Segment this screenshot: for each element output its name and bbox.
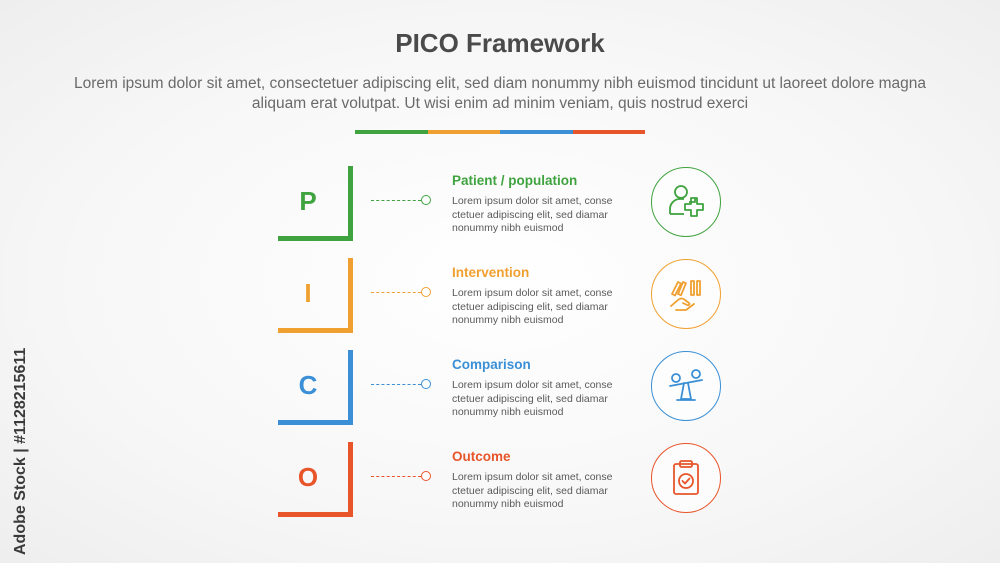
dashed-connector	[371, 476, 421, 477]
icon-circle	[651, 167, 721, 237]
item-heading: Comparison	[452, 357, 531, 372]
item-description: Lorem ipsum dolor sit amet, conse ctetue…	[452, 379, 613, 418]
icon-circle	[651, 443, 721, 513]
dashed-connector	[371, 384, 421, 385]
connector-dot	[421, 379, 431, 389]
connector-dot	[421, 287, 431, 297]
item-letter: C	[298, 370, 318, 400]
color-segment	[427, 130, 500, 134]
patient-plus-icon	[669, 185, 704, 217]
dashed-connector	[371, 200, 421, 201]
item-heading: Patient / population	[452, 173, 578, 188]
letter-bracket	[278, 258, 353, 333]
icon-circle	[651, 351, 721, 421]
stock-watermark: Adobe Stock | #1128215611	[12, 347, 29, 555]
hand-domino-icon	[670, 280, 701, 311]
color-segment	[500, 130, 573, 134]
item-letter: I	[304, 278, 312, 308]
color-segment	[355, 130, 428, 134]
item-heading: Outcome	[452, 449, 511, 464]
icon-circle	[651, 259, 721, 329]
item-description: Lorem ipsum dolor sit amet, conse ctetue…	[452, 195, 613, 234]
pico-item-intervention: I Intervention Lorem ipsum dolor sit ame…	[0, 258, 1000, 338]
pico-item-outcome: O Outcome Lorem ipsum dolor sit amet, co…	[0, 442, 1000, 522]
item-heading: Intervention	[452, 265, 530, 280]
item-description: Lorem ipsum dolor sit amet, conse ctetue…	[452, 287, 613, 326]
letter-bracket	[278, 350, 353, 425]
clipboard-check-icon	[673, 460, 699, 495]
item-letter: P	[299, 186, 317, 216]
color-segment	[572, 130, 645, 134]
letter-bracket	[278, 442, 353, 517]
letter-bracket	[278, 166, 353, 241]
pico-item-comparison: C Comparison Lorem ipsum dolor sit amet,…	[0, 350, 1000, 430]
connector-dot	[421, 195, 431, 205]
pico-item-patient: P Patient / population Lorem ipsum dolor…	[0, 166, 1000, 246]
item-description: Lorem ipsum dolor sit amet, conse ctetue…	[452, 471, 613, 510]
color-divider-bar	[355, 130, 645, 134]
page-title: PICO Framework	[395, 28, 605, 58]
page-subtitle: Lorem ipsum dolor sit amet, consectetuer…	[73, 75, 927, 112]
connector-dot	[421, 471, 431, 481]
dashed-connector	[371, 292, 421, 293]
item-letter: O	[297, 462, 319, 492]
balance-seesaw-icon	[669, 369, 703, 401]
